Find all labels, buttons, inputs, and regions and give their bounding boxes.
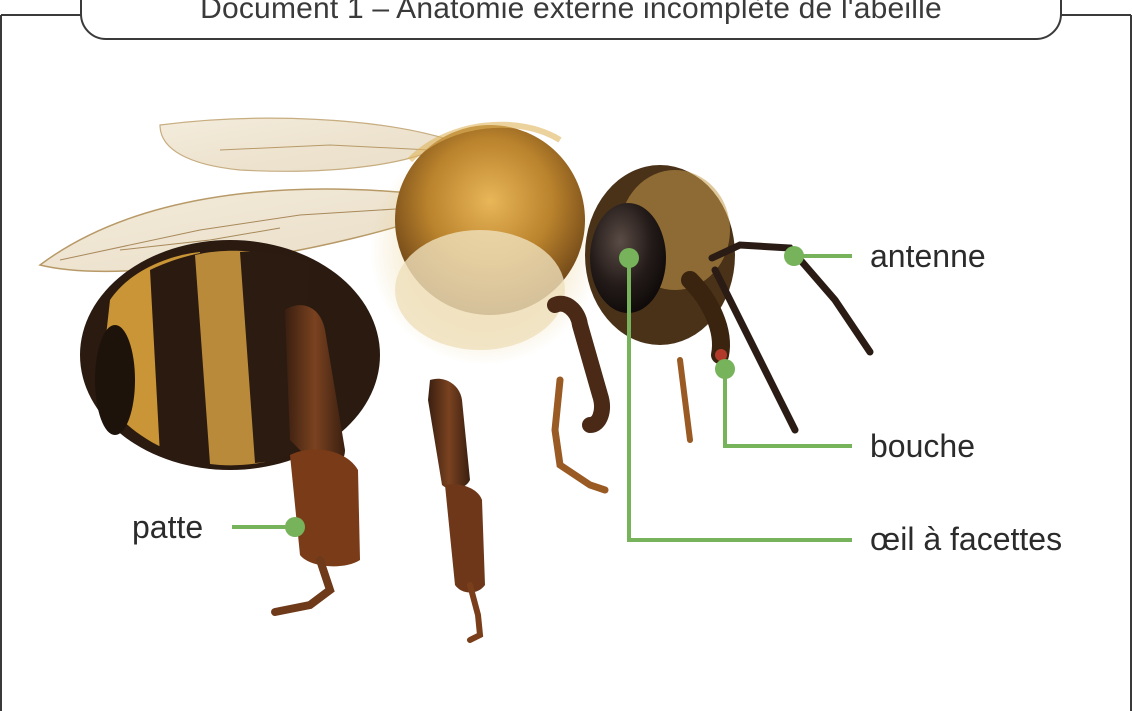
thorax xyxy=(370,125,600,365)
document-title: Document 1 – Anatomie externe incomplète… xyxy=(200,0,942,24)
dot-bouche xyxy=(715,359,735,379)
head xyxy=(585,165,735,361)
label-antenne: antenne xyxy=(870,238,986,274)
label-patte: patte xyxy=(132,509,203,545)
label-bouche: bouche xyxy=(870,428,975,464)
middle-leg xyxy=(428,379,485,640)
dot-antenne xyxy=(784,246,804,266)
dot-patte xyxy=(285,517,305,537)
label-oeil-a-facettes: œil à facettes xyxy=(870,521,1062,557)
antenna xyxy=(712,245,870,430)
dot-oeil xyxy=(619,248,639,268)
leader-bouche xyxy=(725,369,852,446)
document-title-tab: Document 1 – Anatomie externe incomplète… xyxy=(80,0,1062,40)
